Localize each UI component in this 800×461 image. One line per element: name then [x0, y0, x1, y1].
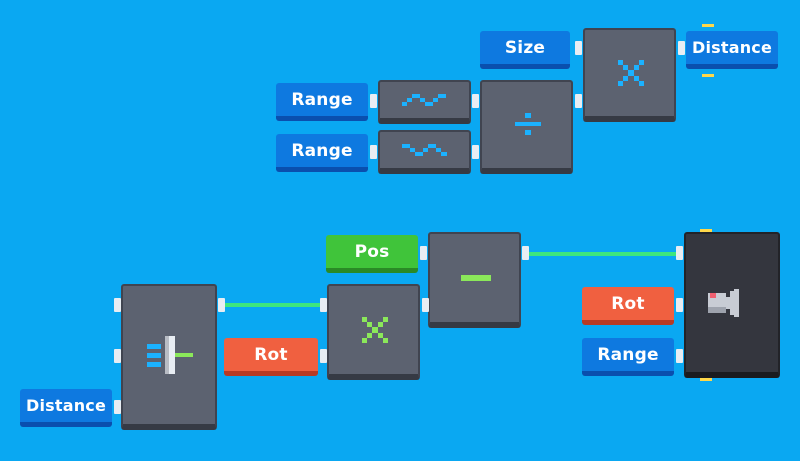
- input-port[interactable]: [370, 94, 377, 108]
- output-port[interactable]: [575, 94, 582, 108]
- connector-marker: [702, 74, 714, 77]
- connector-marker: [700, 378, 712, 381]
- input-port[interactable]: [320, 298, 327, 312]
- size-block[interactable]: Size: [480, 31, 570, 69]
- output-port[interactable]: [522, 246, 529, 260]
- range-block[interactable]: Range: [276, 134, 368, 172]
- rot-label: Rot: [611, 293, 645, 314]
- input-port[interactable]: [472, 94, 479, 108]
- input-port[interactable]: [420, 246, 427, 260]
- input-port[interactable]: [114, 349, 121, 363]
- distance-label: Distance: [691, 38, 773, 57]
- range-block[interactable]: Range: [582, 338, 674, 376]
- input-port[interactable]: [575, 41, 582, 55]
- range-label: Range: [597, 344, 659, 365]
- sine-wave-icon: [402, 94, 446, 106]
- vector-split-icon: [147, 336, 193, 374]
- range-label: Range: [291, 89, 353, 110]
- sine-node[interactable]: [378, 130, 471, 174]
- distance-label: Distance: [25, 396, 107, 415]
- connection-wire: [225, 303, 321, 307]
- divide-node[interactable]: [480, 80, 573, 174]
- input-port[interactable]: [676, 349, 683, 363]
- rot-block[interactable]: Rot: [224, 338, 318, 376]
- output-port[interactable]: [422, 298, 429, 312]
- input-port[interactable]: [370, 145, 377, 159]
- input-port[interactable]: [676, 298, 683, 312]
- distance-block[interactable]: Distance: [20, 389, 112, 427]
- input-port[interactable]: [472, 145, 479, 159]
- sine-wave-icon: [402, 144, 447, 156]
- input-port[interactable]: [320, 349, 327, 363]
- connection-wire: [529, 252, 677, 256]
- output-port[interactable]: [678, 41, 685, 55]
- pos-label: Pos: [354, 241, 390, 262]
- connector-marker: [702, 24, 714, 27]
- size-label: Size: [504, 37, 546, 58]
- subtract-node[interactable]: [428, 232, 521, 328]
- multiply-icon: [618, 60, 644, 86]
- input-port[interactable]: [676, 246, 683, 260]
- multiply-node[interactable]: [583, 28, 676, 122]
- rot-label: Rot: [254, 344, 288, 365]
- sine-node[interactable]: [378, 80, 471, 124]
- distance-block[interactable]: Distance: [686, 31, 778, 69]
- multiply-node[interactable]: [327, 284, 420, 380]
- range-label: Range: [291, 140, 353, 161]
- minus-icon: [461, 275, 491, 281]
- output-port[interactable]: [218, 298, 225, 312]
- divide-icon: [515, 113, 541, 135]
- vector-split-node[interactable]: [121, 284, 217, 430]
- connector-marker: [700, 229, 712, 232]
- multiply-icon: [362, 317, 388, 343]
- pos-block[interactable]: Pos: [326, 235, 418, 273]
- range-block[interactable]: Range: [276, 83, 368, 121]
- camera-node[interactable]: [684, 232, 780, 378]
- input-port[interactable]: [114, 400, 121, 414]
- camera-icon: [708, 289, 739, 317]
- input-port[interactable]: [114, 298, 121, 312]
- rot-block[interactable]: Rot: [582, 287, 674, 325]
